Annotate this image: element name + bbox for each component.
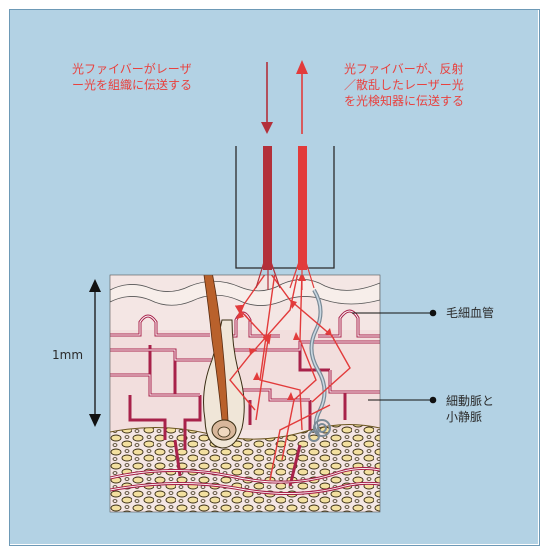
scale-label: 1mm xyxy=(52,348,83,362)
detector-label: 光ファイバーが、反射 ／散乱したレーザー光 を光検知器に伝送する xyxy=(344,61,468,108)
emitter-fiber xyxy=(263,146,272,270)
detector-fiber xyxy=(298,146,307,270)
tissue-block xyxy=(110,262,380,515)
capillary-label: 毛細血管 xyxy=(446,305,494,320)
